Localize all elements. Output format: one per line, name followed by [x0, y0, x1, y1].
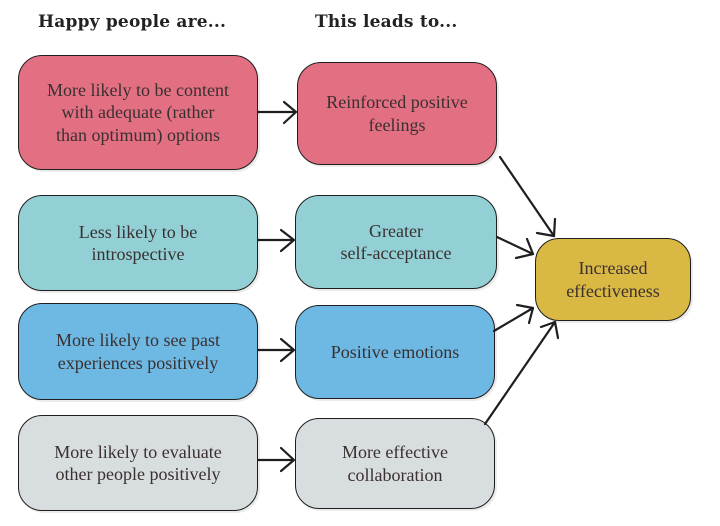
outcome-box-label: Increased effectiveness — [566, 258, 660, 301]
effect-box-reinforced-feelings: Reinforced positive feelings — [297, 62, 497, 165]
cause-box-past-experiences: More likely to see past experiences posi… — [18, 303, 258, 400]
effect-box-label: More effective collaboration — [341, 442, 449, 485]
arrow-cause2-effect2 — [256, 228, 296, 253]
arrow-effect2-outcome — [495, 235, 535, 260]
cause-box-label: More likely to be content with adequate … — [47, 79, 229, 145]
arrow-cause3-effect3 — [256, 337, 296, 363]
effect-box-label: Positive emotions — [330, 341, 460, 362]
cause-box-evaluate-others: More likely to evaluate other people pos… — [18, 415, 258, 511]
cause-box-label: More likely to evaluate other people pos… — [54, 441, 222, 485]
effect-box-positive-emotions: Positive emotions — [295, 305, 495, 399]
arrow-effect3-outcome — [492, 303, 535, 333]
arrow-effect4-outcome — [483, 320, 560, 426]
effect-box-self-acceptance: Greater self-acceptance — [295, 195, 497, 289]
effect-box-label: Greater self-acceptance — [340, 220, 452, 264]
effect-box-collaboration: More effective collaboration — [295, 418, 495, 509]
column-header-effects: This leads to... — [315, 12, 458, 32]
outcome-box-increased-effectiveness: Increased effectiveness — [535, 238, 691, 321]
column-header-causes: Happy people are... — [38, 12, 227, 32]
arrow-effect1-outcome — [498, 155, 557, 238]
arrow-cause4-effect4 — [256, 446, 296, 473]
effect-box-label: Reinforced positive feelings — [326, 92, 468, 135]
cause-box-label: More likely to see past experiences posi… — [56, 330, 220, 373]
arrow-cause1-effect1 — [256, 100, 298, 125]
cause-box-label: Less likely to be introspective — [78, 221, 198, 265]
cause-box-content-with-adequate: More likely to be content with adequate … — [18, 55, 258, 170]
cause-box-less-introspective: Less likely to be introspective — [18, 195, 258, 291]
